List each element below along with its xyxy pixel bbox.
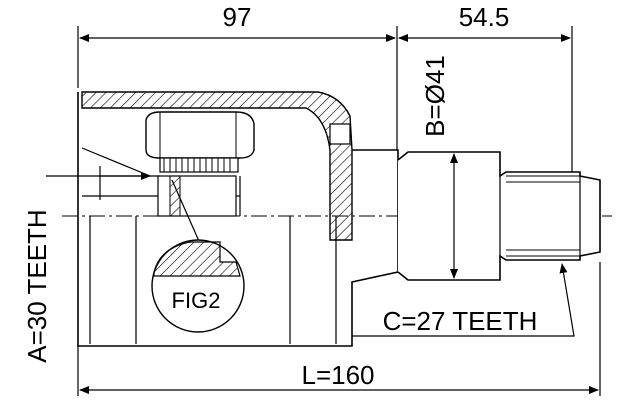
- shaft-diameter-label: B=Ø41: [420, 55, 450, 137]
- dimension-housing-length: 97: [77, 2, 398, 150]
- shaft-length-label: 54.5: [459, 2, 510, 32]
- detail-fig2-label: FIG2: [172, 288, 221, 313]
- output-shaft: [397, 151, 601, 281]
- tripod-roller: [145, 111, 255, 217]
- dimension-shaft-length: 54.5: [398, 2, 573, 172]
- dimension-shaft-teeth: C=27 TEETH: [352, 263, 575, 337]
- outer-teeth-label: A=30 TEETH: [22, 209, 52, 362]
- shaft-teeth-label: C=27 TEETH: [383, 306, 538, 336]
- dimension-total-length: L=160: [77, 262, 601, 396]
- dimension-outer-teeth: A=30 TEETH: [22, 172, 151, 363]
- total-length-label: L=160: [301, 360, 374, 390]
- dimension-shaft-diameter: B=Ø41: [420, 55, 458, 279]
- detail-fig2: FIG2: [151, 179, 245, 333]
- housing-length-label: 97: [223, 2, 252, 32]
